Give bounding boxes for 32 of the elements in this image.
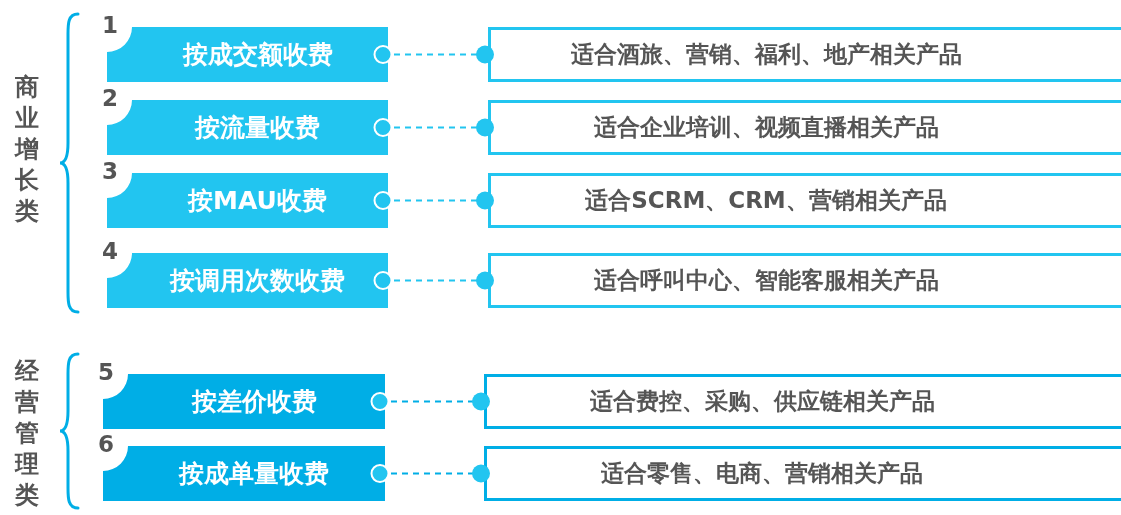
fee-type-text: 按调用次数收费 — [168, 264, 345, 297]
description-text: 适合SCRM、CRM、营销相关产品 — [584, 186, 948, 216]
description-text: 适合酒旅、营销、福利、地产相关产品 — [569, 40, 963, 70]
number-label: 5 — [98, 361, 114, 384]
fee-type-text: 按MAU收费 — [186, 184, 327, 217]
description-box — [484, 374, 1121, 429]
number-label: 2 — [102, 87, 118, 110]
number-label: 4 — [102, 240, 118, 263]
description-box — [488, 173, 1121, 228]
number-label: 1 — [102, 14, 118, 37]
dashed-connector — [370, 392, 490, 411]
group-label: 商业增长类 — [13, 72, 40, 227]
dashed-connector — [373, 191, 494, 210]
fee-type-text: 按流量收费 — [193, 111, 320, 144]
fee-type-text: 按成交额收费 — [181, 38, 333, 71]
description-text: 适合零售、电商、营销相关产品 — [600, 459, 924, 489]
dashed-connector — [370, 464, 490, 483]
dashed-connector — [373, 45, 494, 64]
dashed-connector — [373, 271, 494, 290]
description-text: 适合呼叫中心、智能客服相关产品 — [592, 266, 940, 296]
description-text: 适合企业培训、视频直播相关产品 — [592, 113, 940, 143]
description-text: 适合费控、采购、供应链相关产品 — [588, 387, 936, 417]
description-box — [488, 100, 1121, 155]
fee-type-text: 按差价收费 — [190, 385, 317, 418]
description-box — [488, 253, 1121, 308]
fee-type-text: 按成单量收费 — [177, 457, 329, 490]
dashed-connector — [373, 118, 494, 137]
description-box — [488, 27, 1121, 82]
group-label: 经营管理类 — [13, 356, 40, 511]
number-label: 3 — [102, 160, 118, 183]
description-box — [484, 446, 1121, 501]
number-label: 6 — [98, 433, 114, 456]
